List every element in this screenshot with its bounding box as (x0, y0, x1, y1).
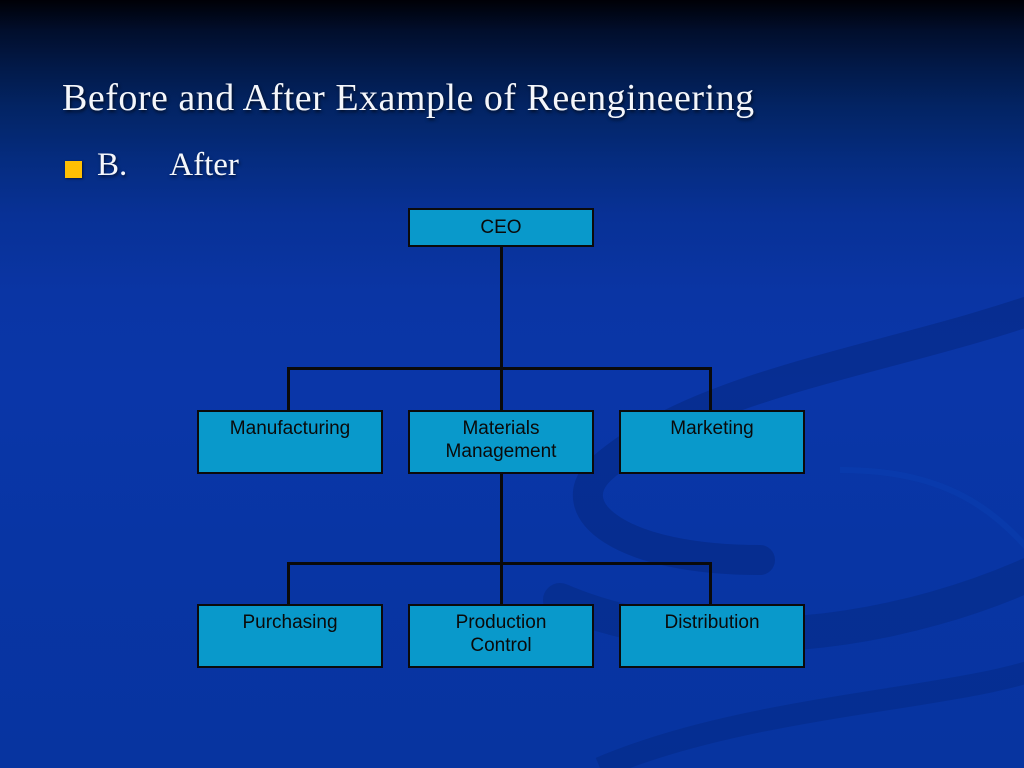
org-node-ceo-label: CEO (480, 217, 522, 238)
connector-ceo-vertical (500, 247, 503, 410)
org-node-marketing-label: Marketing (670, 418, 754, 439)
org-node-materials-management-label: Materials Management (445, 418, 557, 462)
org-node-materials-management: Materials Management (408, 410, 594, 474)
connector-level3-crossbar (287, 562, 712, 565)
bullet-label: After (169, 147, 239, 183)
org-node-purchasing-label: Purchasing (242, 612, 338, 633)
connector-level2-right-drop (709, 367, 712, 410)
org-node-ceo: CEO (408, 208, 594, 247)
connector-level3-right-drop (709, 562, 712, 604)
bullet-letter: B. (97, 147, 128, 183)
org-node-production-control-label: Production Control (455, 612, 547, 656)
bullet-line: B. After (65, 147, 239, 184)
connector-level3-left-drop (287, 562, 290, 604)
org-node-distribution-label: Distribution (664, 612, 760, 633)
connector-level2-crossbar (287, 367, 712, 370)
org-node-manufacturing-label: Manufacturing (229, 418, 351, 439)
org-node-manufacturing: Manufacturing (197, 410, 383, 474)
slide-title: Before and After Example of Reengineerin… (62, 77, 755, 119)
bullet-square-icon (65, 161, 82, 178)
org-node-production-control: Production Control (408, 604, 594, 668)
org-node-distribution: Distribution (619, 604, 805, 668)
connector-level2-left-drop (287, 367, 290, 410)
org-node-marketing: Marketing (619, 410, 805, 474)
org-node-purchasing: Purchasing (197, 604, 383, 668)
connector-mm-vertical (500, 474, 503, 604)
